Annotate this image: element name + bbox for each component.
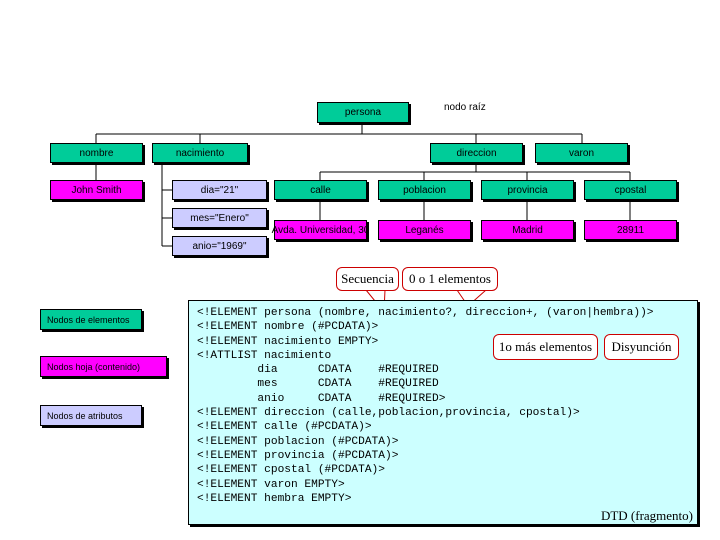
legend-attributes: Nodos de atributos	[40, 405, 142, 426]
callout-one-or-more: 1o más elementos	[493, 334, 598, 360]
node-nombre-value: John Smith	[50, 180, 143, 200]
node-provincia: provincia	[481, 180, 574, 200]
dtd-caption: DTD (fragmento)	[600, 508, 693, 523]
node-varon: varon	[535, 143, 628, 163]
node-persona: persona	[317, 102, 409, 123]
callout-disjunction: Disyunción	[604, 334, 679, 360]
node-direccion: direccion	[430, 143, 523, 163]
callout-optional: 0 o 1 elementos	[402, 267, 498, 291]
attr-anio: anio="1969"	[172, 236, 267, 256]
root-note: nodo raíz	[444, 102, 486, 113]
node-cpostal: cpostal	[584, 180, 677, 200]
dtd-code: <!ELEMENT persona (nombre, nacimiento?, …	[197, 307, 654, 505]
attr-mes: mes="Enero"	[172, 208, 267, 228]
node-nacimiento: nacimiento	[152, 143, 248, 163]
node-poblacion-value: Leganés	[378, 220, 471, 240]
node-poblacion: poblacion	[378, 180, 471, 200]
callout-sequence: Secuencia	[336, 267, 399, 291]
dtd-panel: <!ELEMENT persona (nombre, nacimiento?, …	[188, 300, 698, 525]
legend-elements: Nodos de elementos	[40, 309, 142, 330]
node-cpostal-value: 28911	[584, 220, 677, 240]
node-calle-value: Avda. Universidad, 30	[272, 220, 369, 240]
legend-leaves: Nodos hoja (contenido)	[40, 356, 167, 377]
attr-dia: dia="21"	[172, 180, 267, 200]
node-nombre: nombre	[50, 143, 143, 163]
node-provincia-value: Madrid	[481, 220, 574, 240]
node-calle: calle	[274, 180, 367, 200]
